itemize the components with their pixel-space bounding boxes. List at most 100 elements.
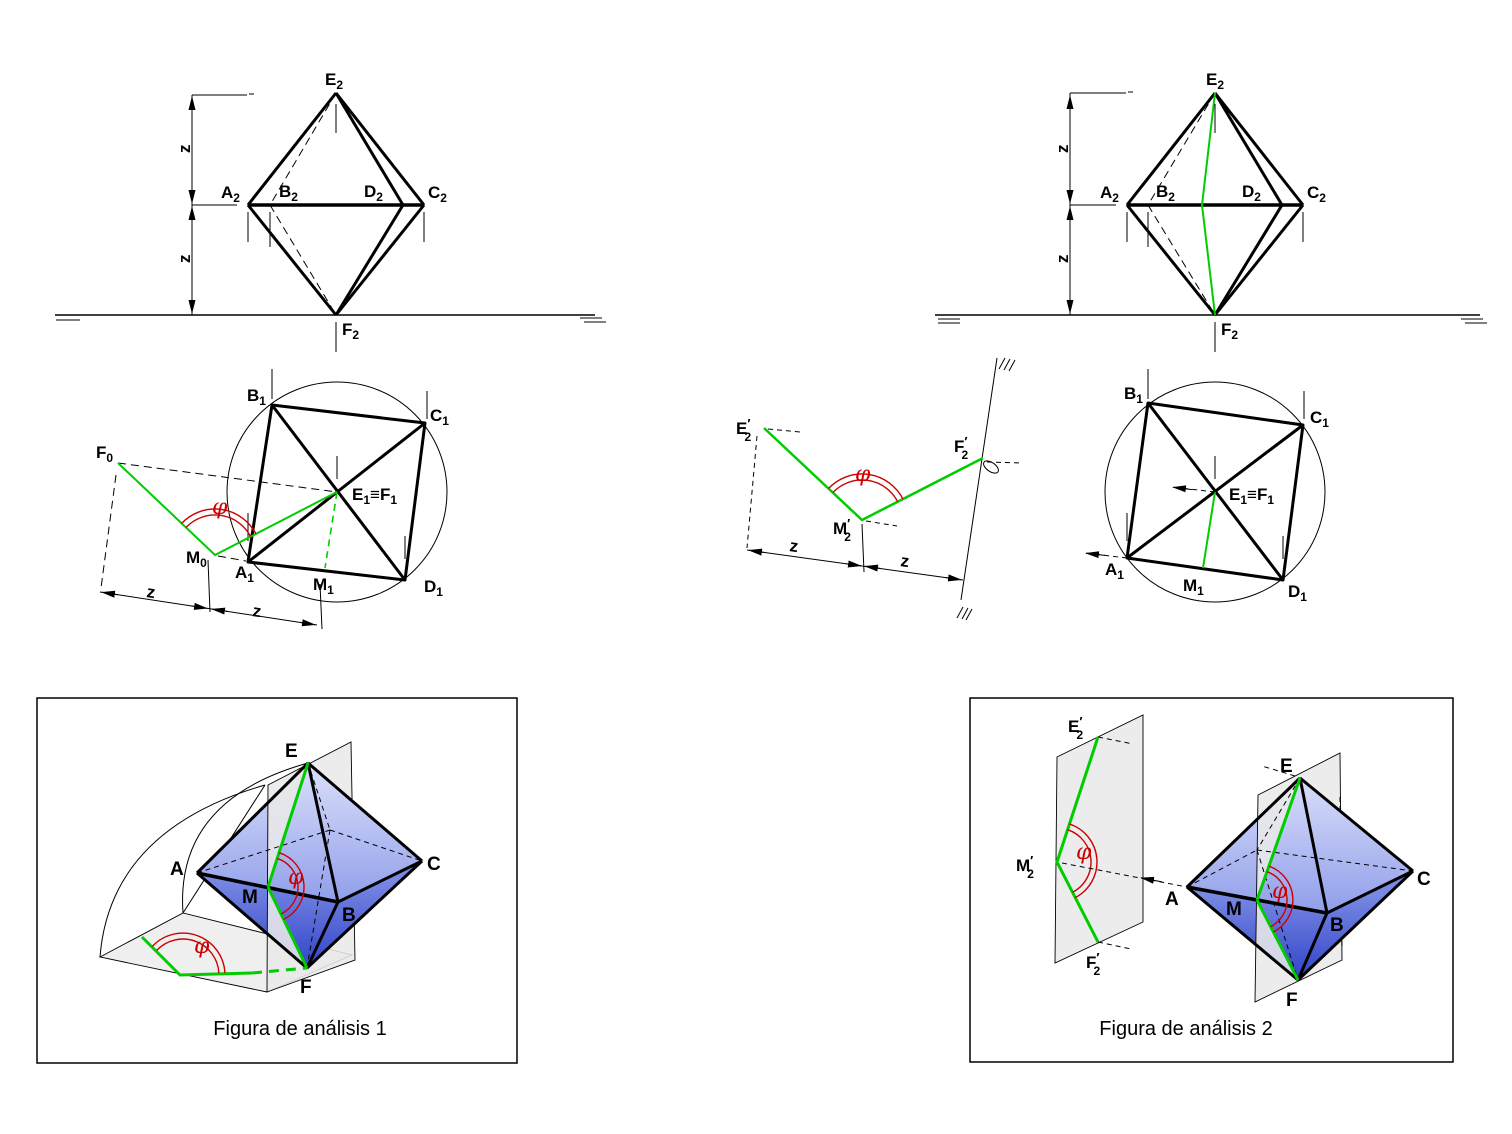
reference-ticks (1126, 369, 1305, 559)
rebatted-edges-F0-M0-E1 (117, 462, 338, 557)
fold-lines-green (1255, 777, 1302, 981)
label-phi-dihedral: φ (288, 865, 304, 890)
label-C: C (1417, 869, 1431, 890)
dim-label-z2: z (899, 551, 910, 571)
dimension-z-z: z z (99, 559, 323, 630)
true-length-edges-E2-M2-F2 (763, 427, 984, 522)
label-F: F (1286, 990, 1298, 1011)
ground-line-end-marks (938, 318, 1487, 324)
top-view-left: z z B1 C1 F0 E1≡F1 M0 A1 M1 D1 φ (96, 369, 449, 630)
label-M: M (1226, 899, 1242, 920)
section-line-EMF (1200, 92, 1216, 316)
label-M0: M0 (186, 548, 207, 570)
plane-hatch-marks (956, 357, 1016, 621)
dashed-F0-center (117, 462, 338, 493)
label-D1: D1 (424, 577, 443, 599)
section-line-center-M1 (1202, 491, 1216, 569)
label-A: A (170, 859, 184, 880)
label-B1: B1 (1124, 384, 1143, 406)
label-F2-prime: F′2 (954, 434, 969, 462)
figure-1-caption: Figura de análisis 1 (213, 1018, 386, 1040)
label-F0: F0 (96, 443, 113, 465)
figure-2-caption: Figura de análisis 2 (1099, 1018, 1272, 1040)
label-C1: C1 (1310, 408, 1329, 430)
label-A1: A1 (1105, 560, 1124, 582)
label-A1: A1 (235, 563, 254, 585)
dim-label-z-lower: z (1053, 255, 1072, 264)
dim-label-z1: z (145, 582, 156, 602)
true-angle-construction: z z E′2 F′2 M′2 φ (736, 357, 1023, 621)
analysis-figure-2: E′2 M′2 F′2 φ E A C M B F φ Figura de an… (969, 697, 1454, 1063)
true-angle-arc-outer (828, 473, 904, 500)
dimension-z: z z (175, 93, 254, 315)
label-M1: M1 (313, 575, 334, 597)
rebatment-construction (100, 462, 338, 589)
projection-plane-content (1055, 736, 1134, 950)
circumcircle (1104, 381, 1326, 603)
front-view-left: z z E2 A2 B2 D2 C2 F2 (55, 70, 606, 352)
label-E2-prime: E′2 (736, 416, 751, 444)
label-E2: E2 (325, 70, 343, 92)
label-C2: C2 (428, 183, 447, 205)
angle-arcs-red (1266, 865, 1294, 933)
label-D2: D2 (364, 182, 383, 204)
reference-ticks (247, 104, 425, 352)
angle-arc-phi (185, 514, 252, 537)
dim-label-z2: z (251, 601, 262, 621)
label-C1: C1 (430, 406, 449, 428)
label-A: A (1165, 889, 1179, 910)
auxiliary-plane-trace (960, 357, 998, 601)
view-direction-arrows (1084, 485, 1216, 559)
label-B2: B2 (1156, 182, 1175, 204)
octahedron-edges (195, 761, 424, 970)
octahedron-front-edges (246, 92, 426, 316)
reference-ticks (247, 369, 428, 559)
label-E2-prime: E′2 (1068, 714, 1083, 742)
label-phi: φ (855, 462, 871, 487)
auxiliary-dashes (746, 428, 1023, 573)
label-F2: F2 (342, 320, 359, 342)
dimension-z: z z (1053, 91, 1133, 315)
label-C2: C2 (1307, 183, 1326, 205)
label-A2: A2 (1100, 183, 1119, 205)
label-C: C (427, 854, 441, 875)
label-F2-prime: F′2 (1086, 950, 1101, 978)
label-phi-left: φ (1076, 840, 1092, 865)
hidden-edges (1147, 92, 1216, 316)
label-E1-F1: E1≡F1 (1229, 485, 1274, 507)
label-E: E (1280, 756, 1293, 777)
label-M1: M1 (1183, 576, 1204, 598)
label-phi-right: φ (1272, 879, 1288, 904)
green-dashed-center-M1 (324, 491, 338, 569)
reference-ticks (1126, 104, 1304, 352)
label-D1: D1 (1288, 582, 1307, 604)
dim-label-z-upper: z (1053, 145, 1072, 154)
ground-line-end-marks (56, 317, 606, 323)
dim-label-z-upper: z (175, 145, 194, 154)
front-view-right: z z E2 A2 B2 D2 C2 F2 (935, 70, 1487, 352)
octahedron-edges (1185, 776, 1415, 982)
label-E2: E2 (1206, 70, 1224, 92)
label-phi-rebatted: φ (194, 934, 210, 959)
label-M2-prime: M′2 (833, 516, 851, 544)
label-D2: D2 (1242, 182, 1261, 204)
dim-label-z-lower: z (175, 255, 194, 264)
label-B: B (342, 905, 356, 926)
label-F: F (300, 977, 312, 998)
label-M2-prime: M′2 (1016, 853, 1034, 881)
fold-lines-green (140, 762, 310, 977)
perpendicular-mark (983, 460, 999, 474)
hidden-edges (269, 92, 337, 316)
angle-arc-phi-outer (181, 508, 257, 535)
dim-label-z1: z (788, 536, 799, 556)
dimension-z-z: z z (746, 536, 964, 582)
angle-arcs-red (151, 852, 305, 974)
extension-F0 (100, 474, 117, 589)
label-E1-F1: E1≡F1 (352, 485, 397, 507)
octahedron-front-edges (1125, 92, 1305, 316)
label-B: B (1330, 915, 1344, 936)
label-B1: B1 (247, 386, 266, 408)
top-view-right: B1 C1 E1≡F1 A1 M1 D1 (1084, 369, 1329, 604)
